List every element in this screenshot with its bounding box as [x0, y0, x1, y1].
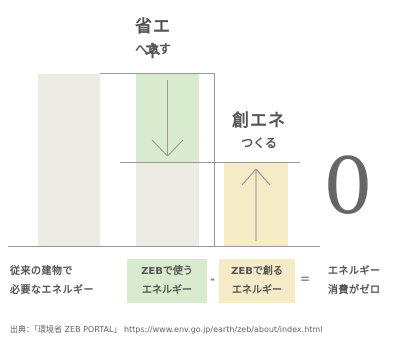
traditional-energy-bar	[38, 74, 100, 246]
zeb-use-label: ZEBで使う エネルギー	[127, 259, 207, 303]
zero-result: 0	[323, 142, 373, 232]
result-label-line1: エネルギー	[328, 266, 381, 277]
energy-creation-subtitle: つくる	[241, 136, 277, 150]
energy-saving-title: 省エネ	[135, 17, 171, 62]
mid-guide-line	[120, 162, 300, 163]
traditional-label-line1: 従来の建物で	[10, 266, 73, 277]
equals-sign: =	[300, 272, 311, 286]
energy-creation-title: 創エネ	[232, 111, 286, 131]
traditional-label-line2: 必要なエネルギー	[10, 285, 94, 296]
down-arrow-icon	[151, 80, 184, 157]
zeb-create-label-line2: エネルギー	[232, 285, 282, 296]
right-guide-line	[214, 73, 215, 246]
zeb-use-energy-bar	[136, 163, 199, 246]
zeb-create-label: ZEBで創る エネルギー	[219, 259, 295, 303]
zeb-use-label-line1: ZEBで使う	[141, 266, 193, 277]
zeb-use-label-line2: エネルギー	[142, 285, 192, 296]
minus-sign: -	[210, 272, 215, 286]
energy-saving-subtitle: へらす	[135, 42, 171, 56]
traditional-energy-label: 従来の建物で 必要なエネルギー	[10, 262, 94, 300]
source-citation: 出典：「環境省 ZEB PORTAL」 https://www.env.go.j…	[10, 325, 323, 334]
result-label-line2: 消費がゼロ	[328, 285, 381, 296]
zeb-create-label-line1: ZEBで創る	[231, 266, 283, 277]
result-label: エネルギー 消費がゼロ	[328, 262, 381, 300]
up-arrow-icon	[241, 168, 271, 241]
top-guide-line	[100, 73, 214, 74]
baseline	[8, 246, 320, 247]
